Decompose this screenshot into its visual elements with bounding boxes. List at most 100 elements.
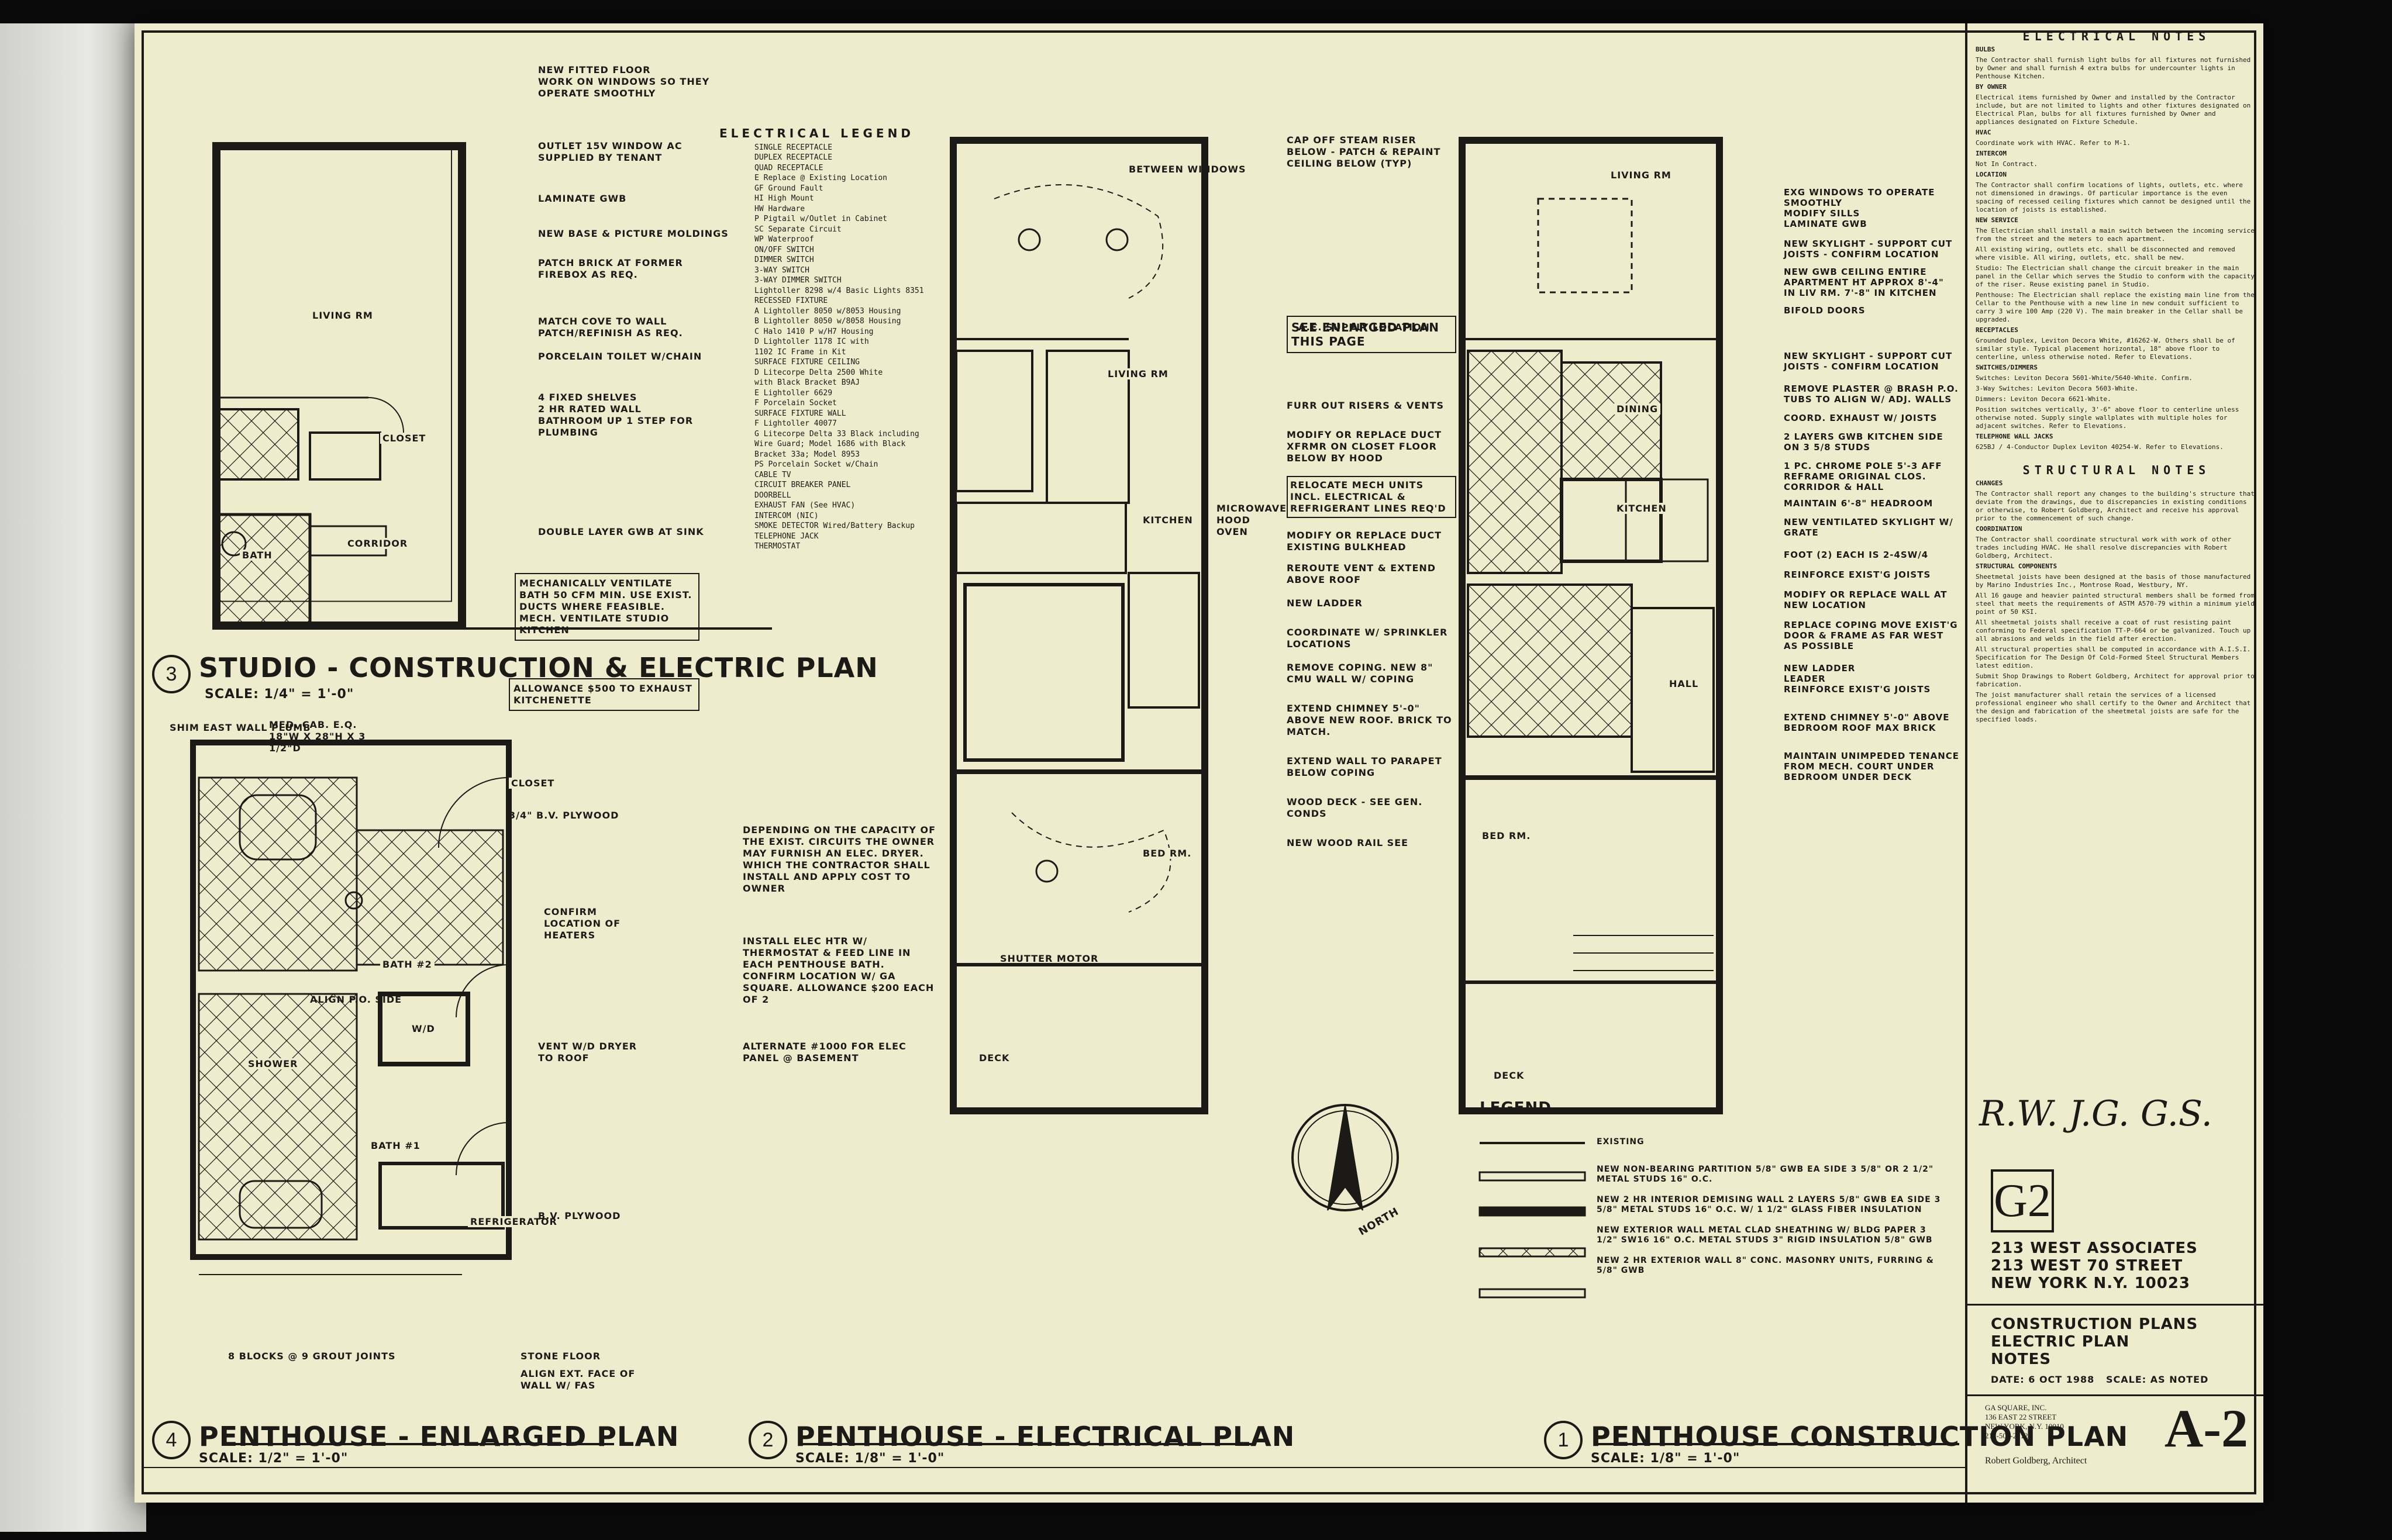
electrical-note: LOCATION: [1976, 171, 2007, 178]
electrical-note: BY OWNER: [1976, 83, 2007, 91]
wall-legend-title: LEGEND: [1480, 1099, 1552, 1117]
legend-item: HW Hardware: [754, 204, 805, 213]
electrical-note: The Contractor shall confirm locations o…: [1976, 181, 2251, 213]
legend-item: B Lightoller 8050 w/8058 Housing: [754, 317, 901, 326]
legend-item: 1102 IC Frame in Kit: [754, 347, 846, 357]
legend-item: DIMMER SWITCH: [754, 255, 814, 264]
room-dining-cons: DINING: [1614, 403, 1661, 415]
legend-item: Bracket 33a; Model 8953: [754, 450, 860, 459]
room-kitchen-cons: KITCHEN: [1614, 503, 1669, 514]
legend-item: HI High Mount: [754, 194, 814, 203]
legend-item: with Black Bracket B9AJ: [754, 378, 860, 387]
legend-item: A Lightoller 8050 w/8053 Housing: [754, 306, 901, 316]
structural-note: COORDINATION: [1976, 525, 2022, 533]
legend-item: QUAD RECEPTACLE: [754, 163, 823, 172]
structural-note: Sheetmetal joists have been designed at …: [1976, 573, 2251, 589]
electrical-note: The Electrician shall install a main swi…: [1976, 227, 2255, 243]
legend-item: E Replace @ Existing Location: [754, 174, 887, 182]
architect-name: Robert Goldberg, Architect: [1985, 1456, 2087, 1466]
electrical-note: Grounded Duplex, Leviton Decora White, #…: [1976, 337, 2235, 361]
north-arrow: [1291, 1104, 1399, 1211]
electrical-note: Electrical items furnished by Owner and …: [1976, 94, 2251, 126]
electrical-note: Switches: Leviton Decora 5601-White/5640…: [1976, 374, 2193, 382]
signatures: R.W. J.G. G.S.: [1979, 1093, 2212, 1134]
structural-note: All sheetmetal joists shall receive a co…: [1976, 619, 2251, 643]
elec-dryer-note: DEPENDING ON THE CAPACITY OF THE EXIST. …: [743, 824, 936, 894]
legend-item: TELEPHONE JACK: [754, 531, 819, 541]
enlarged-align-ext-note: ALIGN EXT. FACE OF WALL W/ FAS: [521, 1368, 636, 1391]
studio-exhaust-note: ALLOWANCE $500 TO EXHAUST KITCHENETTE: [509, 678, 699, 711]
plan-scale-1: SCALE: 1/8" = 1'-0": [1591, 1451, 1740, 1466]
legend-item: SMOKE DETECTOR Wired/Battery Backup: [754, 522, 915, 530]
electrical-note: Not In Contract.: [1976, 160, 2038, 168]
elec-ac-supply: A.C. SUPPLY LOCATION: [1298, 322, 1430, 333]
room-hall-cons: HALL: [1667, 678, 1701, 689]
enlarged-heaters-note: CONFIRM LOCATION OF HEATERS: [544, 906, 621, 941]
enlarged-blocks-note: 8 BLOCKS @ 9 GROUT JOINTS: [228, 1351, 396, 1362]
elec-between-windows: BETWEEN WINDOWS: [1129, 164, 1246, 175]
blueprint-sheet: LIVING RM BATH CORRIDOR CLOSET LIVING RM…: [135, 23, 2263, 1503]
legend-item: E Lightoller 6629: [754, 388, 833, 398]
structural-note: All structural properties shall be compu…: [1976, 645, 2251, 669]
construction-plan: [1459, 137, 1723, 1114]
electrical-note: RECEPTACLES: [1976, 326, 2018, 334]
legend-item: F Porcelain Socket: [754, 399, 837, 408]
legend-item: SURFACE FIXTURE WALL: [754, 409, 846, 418]
plan-title-3: STUDIO - CONSTRUCTION & ELECTRIC PLAN: [199, 652, 878, 683]
legend-item: CABLE TV: [754, 470, 791, 479]
enlarged-align-note: ALIGN P.O. SIDE: [310, 994, 402, 1005]
structural-note: The Contractor shall coordinate structur…: [1976, 536, 2232, 560]
elec-microwave: MICROWAVE HOOD OVEN: [1216, 503, 1287, 537]
structural-note: The joist manufacturer shall retain the …: [1976, 691, 2251, 723]
legend-item: P Pigtail w/Outlet in Cabinet: [754, 215, 887, 223]
structural-notes-title: STRUCTURAL NOTES: [2022, 463, 2211, 477]
plan-title-1: PENTHOUSE CONSTRUCTION PLAN: [1591, 1421, 2129, 1452]
electrical-note: SWITCHES/DIMMERS: [1976, 364, 2038, 371]
room-corridor-studio: CORRIDOR: [345, 538, 411, 549]
legend-item: ON/OFF SWITCH: [754, 245, 814, 254]
plan-bubble-3: 3: [152, 655, 191, 693]
elec-heater-note: INSTALL ELEC HTR W/ THERMOSTAT & FEED LI…: [743, 935, 935, 1005]
enlarged-plan: [190, 740, 512, 1275]
room-closet-enl: CLOSET: [509, 778, 557, 789]
legend-item: D Lightoller 1178 IC with: [754, 337, 869, 346]
legend-item: PS Porcelain Socket w/Chain: [754, 460, 878, 469]
enlarged-vent-note: VENT W/D DRYER TO ROOF: [538, 1041, 637, 1064]
legend-item: F Lightoller 40077: [754, 419, 837, 428]
plan-drawings: [142, 30, 2256, 1494]
electrical-plan: [950, 137, 1208, 1114]
room-bath2-enl: BATH #2: [380, 959, 435, 970]
enlarged-stone-note: STONE FLOOR: [521, 1351, 601, 1362]
electrical-note: HVAC: [1976, 129, 1991, 136]
plan-title-4: PENTHOUSE - ENLARGED PLAN: [199, 1421, 680, 1452]
room-deck-elec: DECK: [977, 1052, 1012, 1064]
legend-item: GF Ground Fault: [754, 184, 823, 193]
legend-item: RECESSED FIXTURE: [754, 296, 828, 305]
electrical-note: All existing wiring, outlets etc. shall …: [1976, 246, 2235, 261]
room-living-elec: LIVING RM: [1105, 368, 1171, 379]
electrical-note: INTERCOM: [1976, 150, 2007, 157]
electrical-note: Position switches vertically, 3'-6" abov…: [1976, 406, 2239, 430]
electrical-note: Penthouse: The Electrician shall replace…: [1976, 291, 2255, 323]
enlarged-medcab-note: MED. CAB. E.Q. 18"W x 28"H x 3 1/2"D: [269, 719, 366, 754]
room-wd-enl: W/D: [409, 1023, 437, 1034]
room-bed-cons: BED RM.: [1480, 830, 1533, 841]
electrical-note: Coordinate work with HVAC. Refer to M-1.: [1976, 139, 2131, 147]
plan-scale-3: SCALE: 1/4" = 1'-0": [205, 687, 354, 702]
elec-panel-note: ALTERNATE #1000 FOR ELEC PANEL @ BASEMEN…: [743, 1041, 907, 1064]
date-line: DATE: 6 OCT 1988 SCALE: AS NOTED: [1991, 1374, 2209, 1385]
sheet-number: A-2: [2164, 1399, 2248, 1458]
legend-swatches: [1478, 1142, 1586, 1299]
room-bed-elec: BED RM.: [1140, 848, 1194, 859]
room-kitchen-elec: KITCHEN: [1140, 515, 1195, 526]
legend-item: SC Separate Circuit: [754, 225, 842, 234]
elec-shutter-motor: SHUTTER MOTOR: [1000, 953, 1099, 964]
legend-item: Lightoller 8298 w/4 Basic Lights 8351: [754, 286, 924, 295]
electrical-note: The Contractor shall furnish light bulbs…: [1976, 56, 2251, 80]
legend-item: D Litecorpe Delta 2500 White: [754, 368, 883, 377]
room-living-cons: LIVING RM: [1608, 170, 1674, 181]
structural-note: STRUCTURAL COMPONENTS: [1976, 562, 2057, 570]
legend-item: G Litecorpe Delta 33 Black including: [754, 429, 919, 438]
